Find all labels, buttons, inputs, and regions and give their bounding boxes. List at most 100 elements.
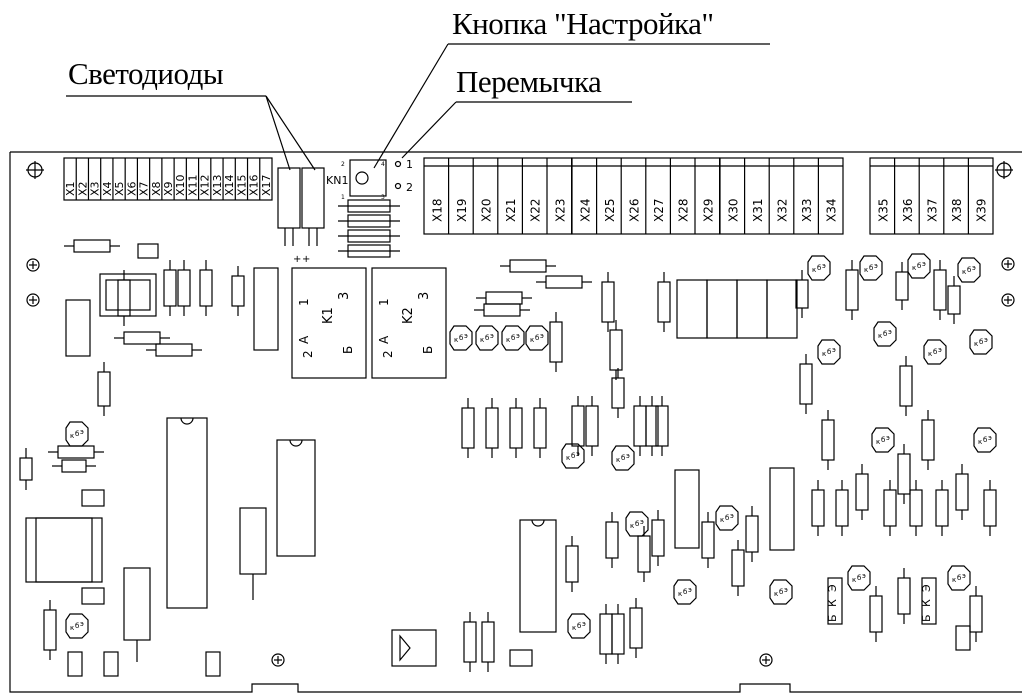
resistor [611, 613, 625, 655]
capacitors [25, 267, 798, 667]
transistor-pin-label: к [616, 456, 620, 464]
transistor-pin-label: э [874, 262, 878, 270]
mounting-holes [26, 161, 1015, 667]
connector-label: X5 [113, 181, 126, 196]
resistor [463, 621, 477, 663]
transistor-pin-label: б [621, 454, 625, 462]
transistor-pin-label: б [881, 436, 885, 444]
mounting-hole [26, 161, 44, 179]
svg-text:3: 3 [337, 292, 352, 300]
resistor [811, 489, 825, 527]
transistor-pin-label: э [784, 586, 788, 594]
transistor-pin-label: б [577, 622, 581, 630]
resistor [845, 269, 859, 311]
transistor-pin-label: к [812, 266, 816, 274]
transistor-pin-label: к [822, 350, 826, 358]
connector-label: X1 [64, 181, 77, 196]
transistor-pin-label: к [912, 264, 916, 272]
connector-label: X19 [455, 199, 469, 223]
resistor [19, 457, 33, 481]
transistor-pin-label: б [779, 588, 783, 596]
resistor [947, 285, 961, 315]
resistor [821, 419, 835, 461]
transistor-pin-label: б [535, 334, 539, 342]
ic-dip [166, 417, 208, 609]
connector-label: X29 [701, 199, 715, 223]
resistor [163, 269, 177, 307]
transistor-pin-label: к [506, 336, 510, 344]
resistor [897, 453, 911, 495]
connector-block-left [63, 157, 273, 201]
jumper: 1 2 [394, 158, 413, 194]
connector-label: X20 [480, 199, 494, 223]
resistor [895, 271, 909, 301]
resistor [485, 291, 523, 305]
connector-label: X18 [430, 199, 444, 223]
transistor-pin-label: к [480, 336, 484, 344]
svg-text:A: A [297, 335, 311, 344]
transistor-pin-label: э [80, 620, 84, 628]
connector-label: X10 [174, 174, 187, 196]
connector-label: X30 [726, 199, 740, 223]
transistor-pin-label: б [869, 264, 873, 272]
transistor-pin-label: б [817, 264, 821, 272]
connector-label: X28 [677, 199, 691, 223]
side-label: Э [826, 584, 839, 592]
transistor-pin-label: к [678, 590, 682, 598]
transistor-pin-label: б [979, 338, 983, 346]
connector-label: X2 [76, 181, 89, 196]
side-label: Б [826, 614, 839, 622]
transistor-pin-label: б [571, 452, 575, 460]
resistor [571, 405, 585, 447]
transistor-pin-label: э [938, 346, 942, 354]
transistor-pin-label: э [688, 586, 692, 594]
svg-text:3: 3 [417, 292, 432, 300]
transistor-pin-label: к [572, 624, 576, 632]
transistor-pin-label: э [516, 332, 520, 340]
transistor-pin-label: э [888, 328, 892, 336]
connector-label: X17 [260, 174, 273, 196]
transistor-pin-label: э [862, 572, 866, 580]
svg-text:2: 2 [341, 161, 345, 168]
svg-text:1: 1 [377, 298, 391, 306]
transistor-pin-label: б [827, 348, 831, 356]
transistor-pin-label: б [933, 348, 937, 356]
transistor-pin-label: э [962, 572, 966, 580]
transistor-pin-label: б [967, 266, 971, 274]
resistor [483, 303, 521, 317]
connector-label: X7 [138, 181, 151, 196]
connector-label: X21 [504, 199, 518, 223]
transistor-pin-label: б [917, 262, 921, 270]
svg-text:4: 4 [381, 161, 385, 168]
resistor [629, 607, 643, 649]
resistor [73, 239, 111, 253]
ic-dip [276, 439, 316, 557]
transistor-pin-label: э [832, 346, 836, 354]
transistor-pin-label: э [822, 262, 826, 270]
callout-jumper-label: Перемычка [456, 64, 602, 99]
resistor [657, 281, 671, 323]
resistor-array [338, 199, 400, 258]
resistor [637, 535, 651, 573]
leds: + + [277, 167, 325, 265]
connector-label: X25 [603, 199, 617, 223]
connector-label: X14 [223, 174, 236, 196]
transistor-pin-label: б [983, 436, 987, 444]
resistor [509, 259, 547, 273]
connector-label: X23 [553, 199, 567, 223]
transistor-pin-label: б [957, 574, 961, 582]
